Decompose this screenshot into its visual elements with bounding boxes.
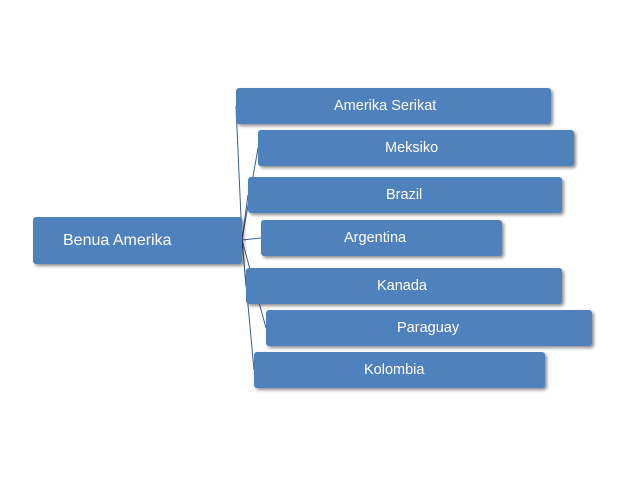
child-node-label: Paraguay <box>397 319 460 336</box>
root-node-benua-amerika: Benua Amerika <box>33 217 242 264</box>
child-node-brazil: Brazil <box>248 177 562 213</box>
root-node-label: Benua Amerika <box>63 231 172 249</box>
connector-brazil <box>241 194 249 241</box>
child-node-kanada: Kanada <box>246 268 562 304</box>
child-node-argentina: Argentina <box>261 220 502 256</box>
child-node-label: Meksiko <box>385 139 439 156</box>
connector-kolombia <box>241 239 255 371</box>
child-node-kolombia: Kolombia <box>254 352 545 388</box>
child-node-label: Kanada <box>377 277 427 294</box>
child-node-paraguay: Paraguay <box>266 310 592 346</box>
child-node-meksiko: Meksiko <box>258 130 574 166</box>
child-node-label: Amerika Serikat <box>334 97 437 114</box>
child-node-amerika-serikat: Amerika Serikat <box>236 88 551 124</box>
child-node-label: Kolombia <box>364 361 425 378</box>
child-node-label: Brazil <box>386 186 423 203</box>
child-node-label: Argentina <box>344 229 407 246</box>
connector-argentina <box>241 237 262 241</box>
